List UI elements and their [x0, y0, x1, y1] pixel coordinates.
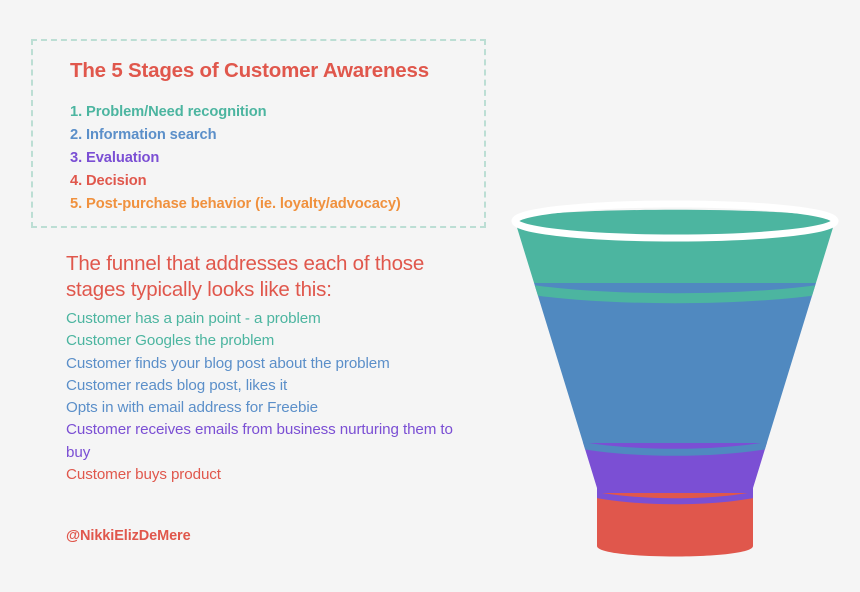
stage-item-4: 4. Decision [70, 170, 401, 193]
stages-box: The 5 Stages of Customer Awareness 1. Pr… [31, 39, 486, 228]
funnel-band-interest [515, 283, 835, 443]
funnel-step-1-label: Customer has a pain point - a problem [66, 310, 321, 327]
funnel-steps-list: Customer has a pain point - a problem Cu… [66, 308, 476, 486]
stage-item-2: 2. Information search [70, 124, 401, 147]
band-separator-interest-decision [555, 436, 795, 456]
stages-title: The 5 Stages of Customer Awareness [70, 59, 429, 82]
funnel-step-5: Opts in with email address for Freebie [66, 397, 476, 419]
stages-list: 1. Problem/Need recognition 2. Informati… [70, 101, 401, 216]
funnel-step-7: Customer buys product [66, 464, 476, 486]
funnel-step-2-label: Customer Googles the problem [66, 332, 275, 350]
stage-item-5: 5. Post-purchase behavior (ie. loyalty/a… [70, 193, 401, 216]
funnel-step-4: Customer reads blog post, likes it [66, 375, 476, 397]
stage-item-3: 3. Evaluation [70, 147, 401, 170]
funnel-step-6-label: Customer receives emails from business n… [66, 421, 453, 461]
stage-item-1-label: 1. Problem/Need recognition [70, 104, 267, 120]
funnel-step-7-label: Customer buys product [66, 466, 221, 484]
funnel-band-awareness [515, 209, 835, 283]
funnel-step-4-label: Customer reads blog post, likes it [66, 376, 288, 394]
funnel-step-1: Customer has a pain point - a problem [66, 308, 476, 330]
funnel-section-heading: The funnel that addresses each of those … [66, 252, 425, 301]
band-separator-decision-purchase [575, 487, 775, 505]
funnel-step-3: Customer finds your blog post about the … [66, 353, 476, 375]
author-handle: @NikkiElizDeMere [66, 528, 191, 544]
funnel-graphic [511, 200, 839, 557]
funnel-step-6: Customer receives emails from business n… [66, 419, 476, 464]
stage-item-4-label: 4. Decision [70, 173, 147, 189]
stage-item-1: 1. Problem/Need recognition [70, 101, 401, 124]
funnel-step-5-label: Opts in with email address for Freebie [66, 399, 318, 417]
funnel-step-2: Customer Googles the problem [66, 330, 476, 352]
stage-item-2-label: 2. Information search [70, 127, 217, 143]
band-separator-awareness-interest [515, 273, 835, 304]
stage-item-5-label: 5. Post-purchase behavior (ie. loyalty/a… [70, 196, 401, 212]
funnel-rim-icon [511, 200, 839, 242]
funnel-step-3-label: Customer finds your blog post about the … [66, 354, 390, 372]
stage-item-3-label: 3. Evaluation [70, 150, 160, 166]
funnel-bands-group [515, 209, 835, 557]
